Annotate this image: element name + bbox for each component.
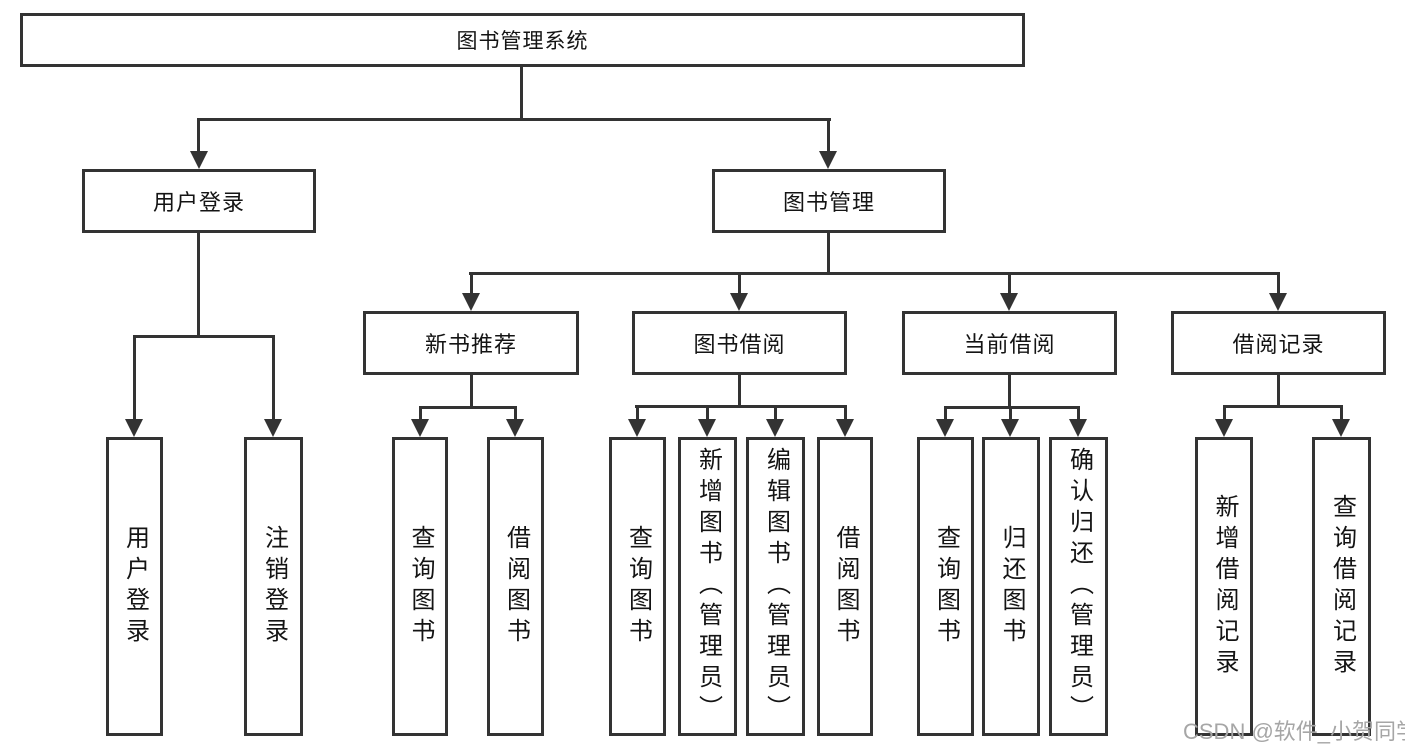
arrowhead-icon (411, 419, 429, 437)
connector-book-mgmt-stem (827, 233, 830, 274)
connector-level3-arm1 (470, 272, 473, 296)
node-leaf-add-book-admin: 新增图书（管理员） (678, 437, 737, 736)
node-leaf-user-login: 用户登录 (106, 437, 163, 736)
node-user-login: 用户登录 (82, 169, 316, 233)
arrowhead-icon (730, 293, 748, 311)
node-leaf-add-borrow-record: 新增借阅记录 (1195, 437, 1253, 736)
arrowhead-icon (190, 151, 208, 169)
connector-current-arm2 (1009, 406, 1012, 421)
node-leaf-borrow-books: 借阅图书 (817, 437, 873, 736)
connector-level1-hline (197, 118, 831, 121)
node-new-book-recommend-label: 新书推荐 (424, 332, 517, 357)
arrowhead-icon (1215, 419, 1233, 437)
node-leaf-query-books-borrow: 查询图书 (609, 437, 666, 736)
node-leaf-borrow-books-label: 借阅图书 (832, 524, 859, 649)
connector-level3-arm4 (1277, 272, 1280, 296)
node-leaf-logout: 注销登录 (244, 437, 303, 736)
arrowhead-icon (628, 419, 646, 437)
arrowhead-icon (506, 419, 524, 437)
node-leaf-return-books-label: 归还图书 (998, 524, 1025, 649)
arrowhead-icon (698, 419, 716, 437)
connector-recommend-stem (470, 375, 473, 406)
connector-level3-hline (469, 272, 1280, 275)
node-leaf-confirm-return-admin-label: 确认归还（管理员） (1065, 447, 1093, 726)
node-current-borrow: 当前借阅 (902, 311, 1117, 375)
node-book-borrow-label: 图书借阅 (693, 332, 786, 357)
node-leaf-query-books-recommend-label: 查询图书 (407, 524, 434, 649)
connector-borrow-arm4 (844, 405, 847, 421)
node-user-login-label: 用户登录 (152, 190, 245, 215)
connector-recommend-arm1 (419, 406, 422, 421)
node-new-book-recommend: 新书推荐 (363, 311, 579, 375)
connector-borrow-hline (635, 405, 847, 408)
node-root: 图书管理系统 (20, 13, 1025, 67)
connector-records-arm2 (1340, 405, 1343, 421)
connector-recommend-hline (419, 406, 517, 409)
connector-user-login-arm1 (133, 335, 136, 421)
node-current-borrow-label: 当前借阅 (963, 332, 1056, 357)
arrowhead-icon (766, 419, 784, 437)
arrowhead-icon (1069, 419, 1087, 437)
node-leaf-add-borrow-record-label: 新增借阅记录 (1211, 493, 1238, 680)
connector-borrow-arm2 (706, 405, 709, 421)
connector-level3-arm3 (1008, 272, 1011, 296)
connector-root-stem (520, 67, 523, 118)
arrowhead-icon (1001, 419, 1019, 437)
node-book-borrow: 图书借阅 (632, 311, 847, 375)
connector-borrow-stem (738, 375, 741, 405)
node-leaf-query-books-borrow-label: 查询图书 (624, 524, 652, 649)
node-leaf-user-login-label: 用户登录 (121, 524, 149, 649)
connector-borrow-arm3 (774, 405, 777, 421)
csdn-watermark: CSDN @软件_小贺同学 (1183, 719, 1405, 744)
connector-records-stem (1277, 375, 1280, 405)
connector-level1-arm-right (827, 118, 830, 152)
connector-user-login-hline (133, 335, 275, 338)
connector-current-arm3 (1077, 406, 1080, 421)
node-leaf-query-books-current-label: 查询图书 (932, 524, 960, 649)
arrowhead-icon (462, 293, 480, 311)
connector-records-hline (1223, 405, 1343, 408)
arrowhead-icon (1000, 293, 1018, 311)
node-leaf-borrow-books-recommend-label: 借阅图书 (502, 524, 530, 649)
arrowhead-icon (936, 419, 954, 437)
node-leaf-confirm-return-admin: 确认归还（管理员） (1049, 437, 1108, 736)
node-leaf-query-borrow-record-label: 查询借阅记录 (1328, 493, 1356, 680)
node-leaf-borrow-books-recommend: 借阅图书 (487, 437, 544, 736)
node-book-management: 图书管理 (712, 169, 946, 233)
node-borrow-records-label: 借阅记录 (1232, 332, 1325, 357)
node-borrow-records: 借阅记录 (1171, 311, 1386, 375)
node-root-label: 图书管理系统 (456, 30, 589, 53)
node-leaf-query-borrow-record: 查询借阅记录 (1312, 437, 1371, 736)
connector-current-hline (944, 406, 1080, 409)
node-leaf-add-book-admin-label: 新增图书（管理员） (694, 447, 722, 726)
connector-level3-arm2 (738, 272, 741, 296)
connector-borrow-arm1 (636, 405, 639, 421)
node-leaf-logout-label: 注销登录 (260, 524, 288, 649)
connector-records-arm1 (1223, 405, 1226, 421)
node-leaf-edit-book-admin-label: 编辑图书（管理员） (762, 447, 790, 726)
node-leaf-query-books-recommend: 查询图书 (392, 437, 448, 736)
arrowhead-icon (1332, 419, 1350, 437)
connector-user-login-stem (197, 233, 200, 335)
node-leaf-edit-book-admin: 编辑图书（管理员） (746, 437, 805, 736)
node-leaf-return-books: 归还图书 (982, 437, 1040, 736)
arrowhead-icon (264, 419, 282, 437)
connector-recommend-arm2 (514, 406, 517, 421)
arrowhead-icon (819, 151, 837, 169)
connector-current-stem (1008, 375, 1011, 406)
connector-user-login-arm2 (272, 335, 275, 421)
node-leaf-query-books-current: 查询图书 (917, 437, 974, 736)
node-book-management-label: 图书管理 (782, 190, 875, 215)
connector-level1-arm-left (197, 118, 200, 152)
arrowhead-icon (836, 419, 854, 437)
connector-current-arm1 (944, 406, 947, 421)
arrowhead-icon (1269, 293, 1287, 311)
arrowhead-icon (125, 419, 143, 437)
